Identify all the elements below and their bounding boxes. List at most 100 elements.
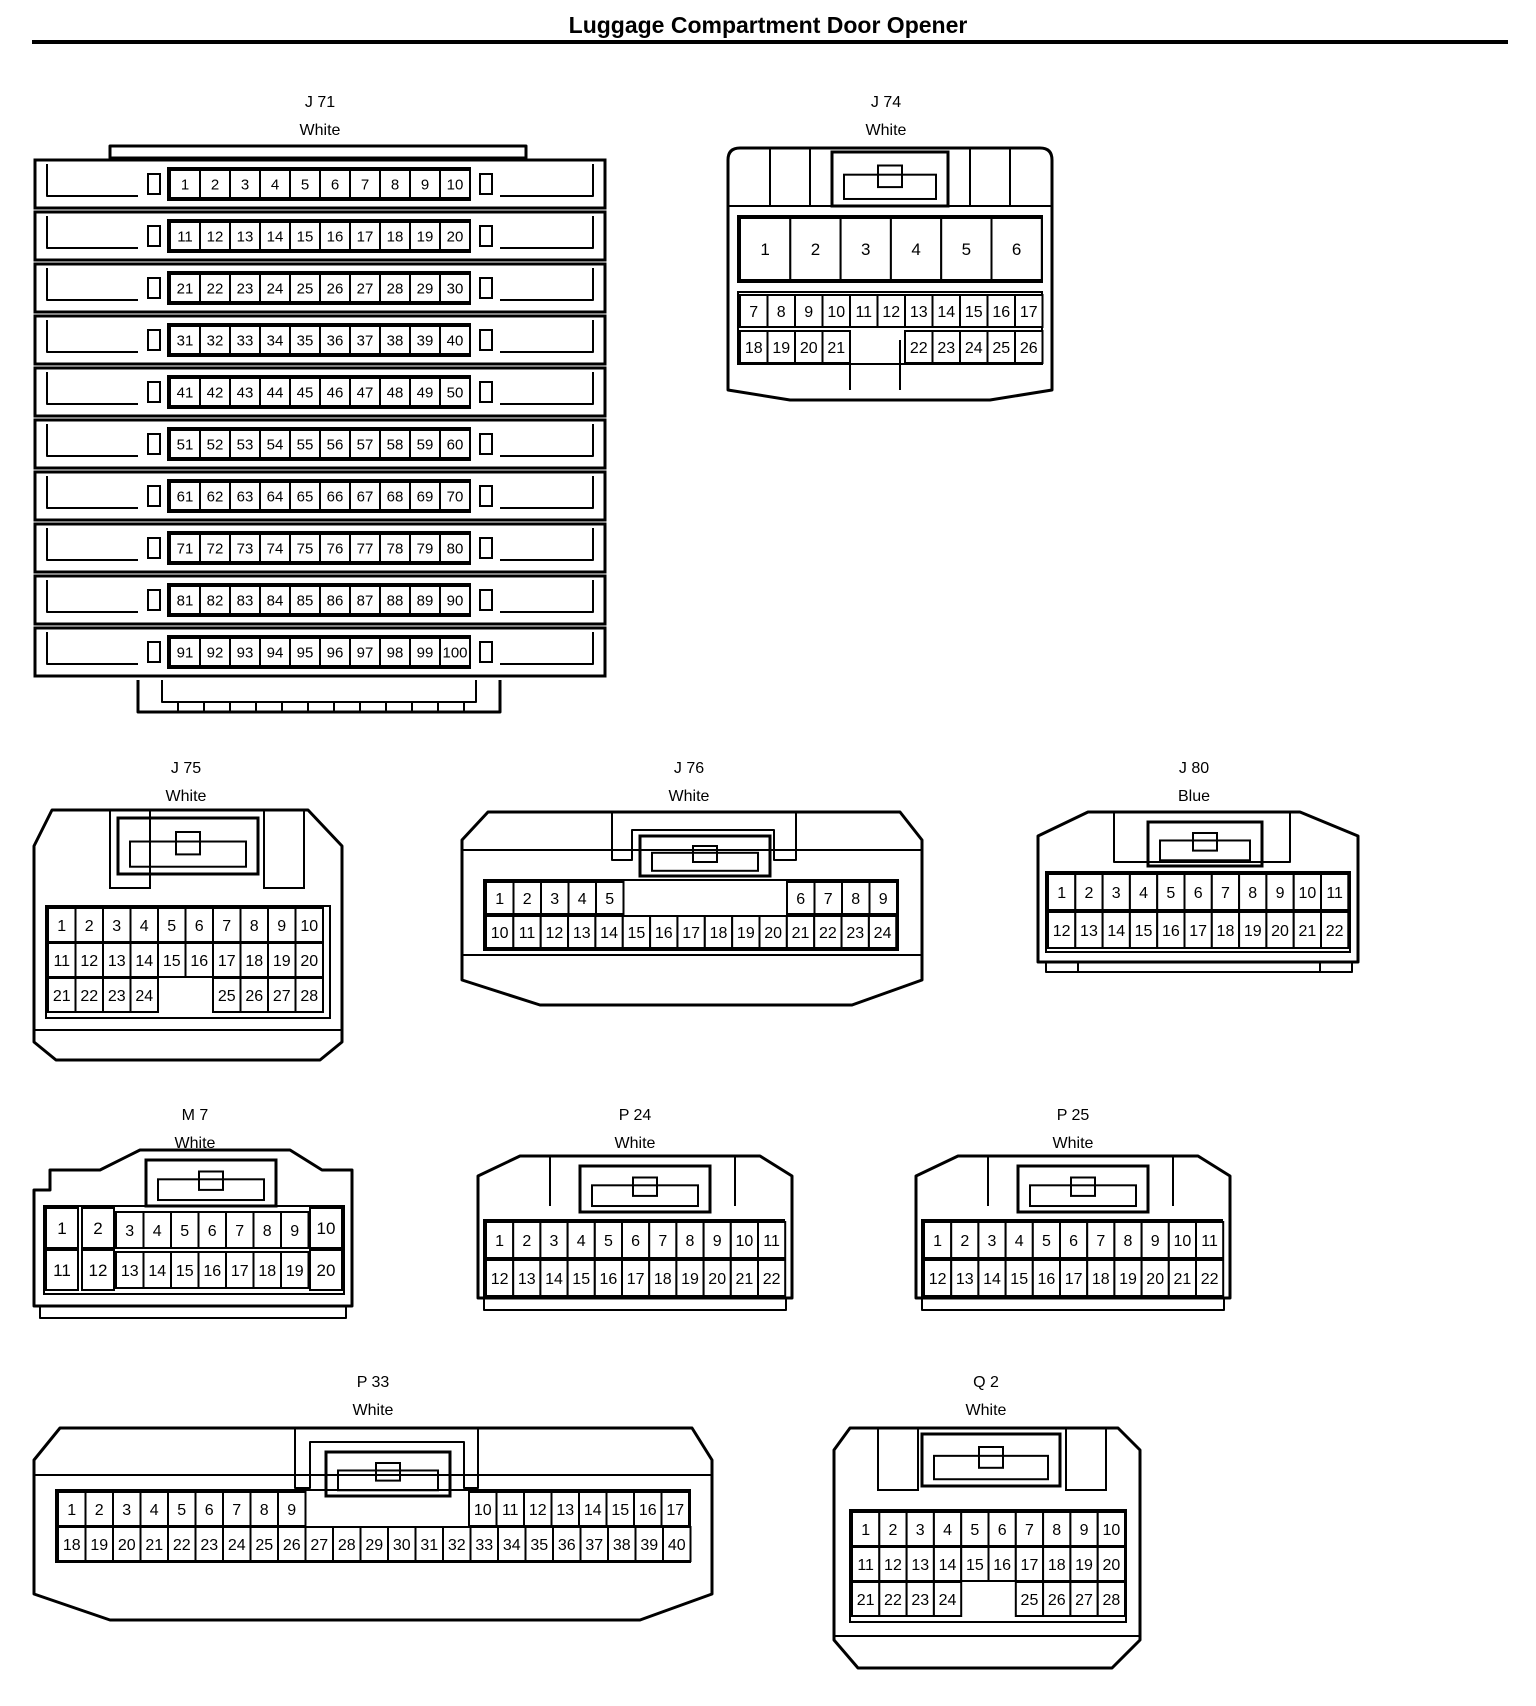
pin-cavity (675, 1259, 705, 1297)
pin-cavity (409, 273, 441, 303)
pin-number: 98 (387, 644, 404, 661)
pin-cavity (47, 907, 77, 943)
pin-cavity (923, 1221, 953, 1259)
pin-cavity (1047, 873, 1077, 911)
pin-cavity (439, 377, 471, 407)
row-slot (33, 418, 607, 470)
pin-number: 62 (207, 488, 224, 505)
pin-cavity (319, 481, 351, 511)
pin-number: 76 (327, 540, 344, 557)
pin-number: 11 (177, 228, 193, 245)
pin-cavity (439, 325, 471, 355)
pin-number: 4 (911, 240, 920, 259)
pin-number: 9 (1080, 1522, 1089, 1539)
pin-number: 18 (1092, 1271, 1110, 1288)
pin-number: 8 (1052, 1522, 1061, 1539)
latch-hood (294, 1428, 479, 1489)
pin-cavity (868, 881, 898, 915)
pin-number: 35 (530, 1537, 548, 1554)
foot (483, 1298, 787, 1311)
pin-cavity (905, 1546, 935, 1582)
pin-cavity (57, 1526, 87, 1562)
pin-number: 3 (122, 1502, 131, 1519)
pin-number: 77 (357, 540, 374, 557)
pin-number: 17 (357, 228, 374, 245)
pin-number: 42 (207, 384, 224, 401)
pin-number: 56 (327, 436, 344, 453)
pin-number: 17 (231, 1263, 249, 1280)
pin-number: 30 (447, 280, 464, 297)
bottom-skirt (136, 680, 502, 714)
pin-cavity (289, 325, 321, 355)
pin-number: 32 (207, 332, 224, 349)
pin-cavity (950, 1221, 980, 1259)
pin-number: 7 (222, 918, 231, 935)
pin-number: 16 (203, 1263, 221, 1280)
pin-number: 5 (970, 1522, 979, 1539)
pin-number: 2 (1084, 885, 1093, 902)
pin-cavity (259, 585, 291, 615)
pin-number: 5 (962, 240, 971, 259)
pin-number: 18 (745, 340, 763, 357)
pin-number: 24 (228, 1537, 246, 1554)
pin-cavity (249, 1526, 279, 1562)
pin-number: 16 (1162, 923, 1180, 940)
row-lock-left (147, 641, 161, 663)
pin-cavity (729, 1221, 759, 1259)
row-slot (33, 366, 607, 418)
pin-cavity (349, 221, 381, 251)
foot (1045, 962, 1353, 973)
pin-cavity (676, 915, 706, 949)
pin-number: 28 (1102, 1592, 1120, 1609)
pin-number: 9 (287, 1502, 296, 1519)
pin-number: 17 (218, 953, 236, 970)
latch-frame (1146, 820, 1264, 868)
pin-number: 83 (237, 592, 254, 609)
pin-number: 1 (495, 1233, 504, 1250)
pin-number: 10 (1298, 885, 1316, 902)
pin-cavity (239, 977, 269, 1013)
pin-number: 27 (273, 988, 291, 1005)
pin-number: 2 (93, 1219, 102, 1238)
guide-left (769, 147, 811, 207)
pin-number: 65 (297, 488, 314, 505)
row-lock-right (479, 589, 493, 611)
pin-cavity (289, 273, 321, 303)
pin-number: 24 (965, 340, 983, 357)
pin-cavity (789, 217, 842, 281)
pin-cavity (289, 481, 321, 511)
pin-number: 17 (1021, 1557, 1039, 1574)
pin-cavity (960, 1546, 990, 1582)
row-lock-right (479, 173, 493, 195)
pin-number: 16 (1038, 1271, 1056, 1288)
housing-outline (32, 1148, 354, 1308)
pin-number: 27 (357, 280, 374, 297)
guide-left (109, 809, 151, 889)
pin-number: 26 (327, 280, 344, 297)
pin-number: 14 (148, 1263, 166, 1280)
pin-number: 8 (777, 304, 786, 321)
pin-frame (1045, 871, 1351, 953)
pin-number: 3 (1112, 885, 1121, 902)
pin-number: 18 (387, 228, 404, 245)
pin-cavity (45, 1207, 79, 1249)
latch-tab (175, 831, 201, 856)
pin-number: 15 (965, 304, 983, 321)
pin-number: 19 (772, 340, 790, 357)
housing-outline (914, 1154, 1232, 1300)
pin-number: 33 (237, 332, 254, 349)
pin-number: 3 (988, 1233, 997, 1250)
pin-number: 7 (658, 1233, 667, 1250)
pin-cavity (1031, 1259, 1062, 1297)
pin-number: 34 (503, 1537, 521, 1554)
pin-cavity (1140, 1221, 1170, 1259)
pin-cavity (319, 377, 351, 407)
pin-cavity (1047, 911, 1077, 949)
pin-cavity (485, 1221, 515, 1259)
pin-cavity (259, 221, 291, 251)
pin-number: 21 (53, 988, 71, 1005)
pin-cavity (289, 377, 321, 407)
pin-number: 47 (357, 384, 374, 401)
pin-number: 3 (550, 891, 559, 908)
